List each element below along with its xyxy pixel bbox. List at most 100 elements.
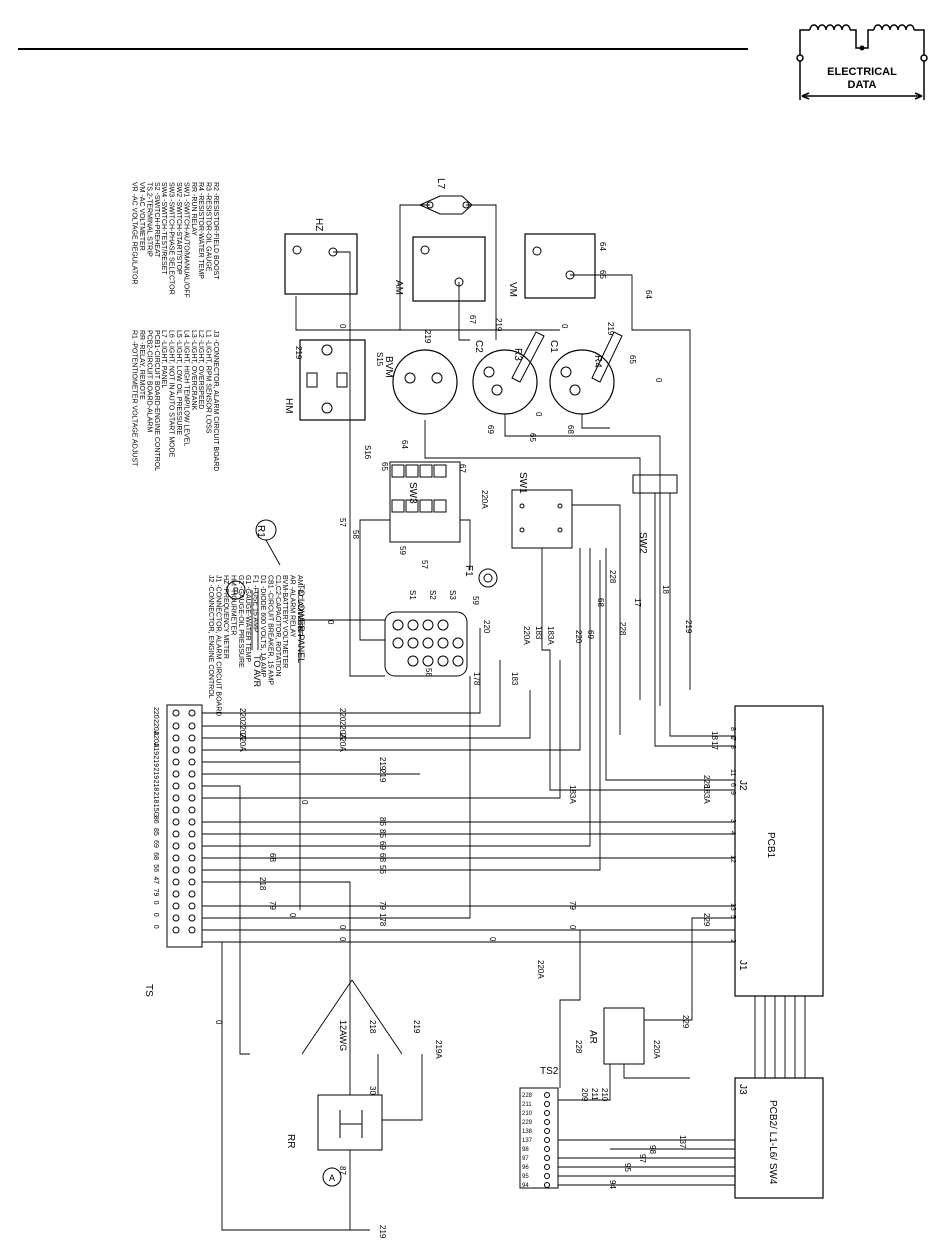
wire-label-220a: 220A [652, 1040, 661, 1059]
hm-terminal-b [321, 402, 333, 414]
legend-entry: BVM-BATTERY VOLTMETER [281, 575, 288, 668]
legend-entry: J2 -CONNECTOR, ENGINE CONTROL [207, 575, 214, 699]
legend-entry: G1 -GAUGE-WATER TEMP [244, 575, 251, 662]
ts2-label: TS2 [540, 1066, 559, 1077]
ts2-terminal-label: 229 [522, 1120, 533, 1126]
sw3-cell [433, 499, 447, 513]
ts2-terminal-label: 97 [522, 1156, 529, 1162]
wire-label-97: 97 [638, 1154, 647, 1163]
ts-terminal-label: 0 [152, 901, 159, 905]
am-label: AM [393, 280, 404, 295]
ts-terminal-label: 218 [152, 792, 159, 804]
wire-label-56: 56 [378, 865, 387, 874]
f1-label: F1 [463, 565, 474, 577]
wire-label-58: 58 [351, 530, 360, 539]
legend-entry: CB1 -CIRCUIT BREAKER, 15 AMP [266, 575, 273, 685]
wire-label-30: 30 [368, 1086, 377, 1095]
wire-label-219: 219 [378, 757, 387, 771]
wire-label-228: 228 [618, 622, 627, 636]
wire-label-183: 183 [510, 672, 519, 686]
wire-label-137: 137 [678, 1135, 687, 1149]
wire-label-210: 210 [600, 1088, 609, 1102]
ts-terminal-labels: 220220A220A21921921921821815G86856968564… [152, 707, 159, 929]
wire-label-219: 219 [378, 1225, 387, 1239]
wire-label-183a: 183A [702, 785, 711, 804]
wire-label-79: 79 [568, 901, 577, 910]
awg-label: 12AWG [338, 1020, 348, 1051]
legend-entry: L6 -LIGHT, NOT IN AUTO START MODE [168, 330, 175, 458]
wire-label-220a: 220A [480, 490, 489, 509]
j2-pin-label: 3 [729, 819, 736, 823]
ar-label: AR [587, 1030, 598, 1044]
s3-label: S3 [448, 590, 457, 600]
j3-label: J3 [737, 1084, 748, 1095]
ts-terminal-label: 218 [152, 780, 159, 792]
wire-label-220a: 220A [338, 721, 347, 740]
legend-entry: SW1 -SWITCH-AUTO/MANUAL/OFF [182, 182, 189, 298]
badge-title-line2: DATA [847, 79, 877, 91]
legend-entry: RR -RUN RELAY [190, 182, 197, 236]
ts2-terminal-label: 138 [522, 1129, 533, 1135]
j2-pin-label: 4 [729, 831, 736, 835]
wire-label-68: 68 [596, 598, 605, 607]
wire-label-67: 67 [458, 464, 467, 473]
header-rule [18, 48, 748, 50]
wire-label-228: 228 [608, 570, 617, 584]
to-lower-panel-label: TO LOWER PANEL [296, 584, 306, 663]
wire-label-178: 178 [472, 672, 481, 686]
wire-label-220: 220 [482, 620, 491, 634]
am-meter [412, 236, 486, 302]
badge-title-line1: ELECTRICAL [827, 66, 897, 78]
wire-label-218: 218 [368, 1020, 377, 1034]
sw3-cell [405, 464, 419, 478]
ts2-terminal-label: 96 [522, 1165, 529, 1171]
circle-a-marker [322, 1167, 342, 1187]
sw1-switch [511, 489, 573, 549]
rr-relay-contact [339, 1110, 363, 1138]
c1-gauge [549, 349, 615, 415]
wire-label-219: 219 [294, 346, 303, 360]
bvm-label: BVM [383, 356, 394, 378]
ts2-terminal-label: 94 [522, 1183, 529, 1189]
ts-terminal-label: 219 [152, 768, 159, 780]
wire-label-219: 219 [494, 318, 503, 332]
wire-label-86: 86 [378, 817, 387, 826]
j2-pin-label: 6 [729, 783, 736, 787]
f1-fuse [478, 568, 498, 588]
j2-pin-label: 1 [729, 735, 736, 739]
legend-entry: RR -RELAY, REMOTE [138, 330, 145, 400]
wire-label-17: 17 [710, 741, 719, 750]
legend-entry: SW3 -SWITCH-PHASE SELECTOR [168, 182, 175, 295]
hm-terminal-a [321, 344, 333, 356]
legend-entry: R1 -POTENTIOMETER VOLTAGE ADJUST [131, 330, 138, 467]
legend-entry: PCB2-CIRCUIT BOARD-ALARM [145, 330, 152, 432]
wire-label-220a: 220A [536, 960, 545, 979]
wire-label-219a: 219A [434, 1040, 443, 1059]
l7-label: L7 [435, 178, 446, 190]
wire-label-178: 178 [378, 913, 387, 927]
wire-label-59: 59 [471, 596, 480, 605]
ts-label: TS [143, 984, 154, 997]
wire-label-0: 0 [338, 937, 347, 942]
sw3-switch [389, 461, 461, 543]
wire-label-0: 0 [568, 925, 577, 930]
sw1-label: SW1 [517, 472, 528, 494]
hz-terminal-a [292, 245, 302, 255]
c2-label: C2 [473, 340, 484, 353]
to-avr-label: TO AVR [252, 655, 262, 688]
wire-label-58: 58 [424, 668, 433, 677]
hm-minus [336, 372, 348, 388]
wire-label-220: 220 [338, 708, 347, 722]
r1-label: R1 [255, 525, 266, 538]
ts-terminal-label: 56 [152, 864, 159, 872]
badge-dot-right [920, 54, 928, 62]
wire-label-0: 0 [488, 937, 497, 942]
wire-label-219: 219 [378, 769, 387, 783]
s15-label: S15 [375, 352, 384, 367]
vm-label: VM [507, 282, 518, 297]
j2-pin-label: 2 [729, 939, 736, 943]
s16-label: S16 [363, 445, 372, 460]
wire-label-183a: 183A [568, 785, 577, 804]
